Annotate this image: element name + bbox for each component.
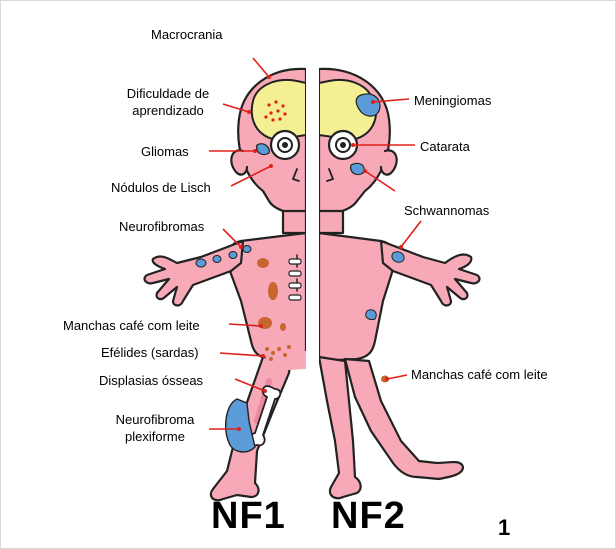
label-plexiforme-line2: plexiforme — [105, 428, 205, 445]
nf2-neck — [319, 211, 343, 233]
split-gap — [306, 51, 319, 511]
label-dificuldade-line2: aprendizado — [113, 102, 223, 119]
label-manchas-nf1: Manchas café com leite — [63, 317, 200, 334]
label-macrocrania: Macrocrania — [151, 26, 223, 43]
title-nf2: NF2 — [331, 496, 406, 536]
label-dificuldade-line1: Dificuldade de — [113, 85, 223, 102]
label-gliomas: Gliomas — [141, 143, 189, 160]
label-nodulos-lisch: Nódulos de Lisch — [111, 179, 211, 196]
nf2-figure — [319, 69, 479, 498]
label-neurofibromas: Neurofibromas — [119, 218, 204, 235]
label-meningiomas: Meningiomas — [414, 92, 491, 109]
label-efelides: Efélides (sardas) — [101, 344, 199, 361]
label-displasias: Displasias ósseas — [99, 372, 203, 389]
label-manchas-nf2: Manchas café com leite — [411, 366, 548, 383]
nf2-arm — [381, 241, 479, 306]
label-dificuldade: Dificuldade de aprendizado — [113, 85, 223, 119]
label-schwannomas: Schwannomas — [404, 202, 489, 219]
nf1-arm — [145, 241, 243, 306]
nf1-neck — [283, 211, 306, 233]
label-catarata: Catarata — [420, 138, 470, 155]
title-nf1: NF1 — [211, 496, 286, 536]
figure-number: 1 — [498, 515, 510, 541]
label-neurofibroma-plexiforme: Neurofibroma plexiforme — [105, 411, 205, 445]
label-plexiforme-line1: Neurofibroma — [105, 411, 205, 428]
